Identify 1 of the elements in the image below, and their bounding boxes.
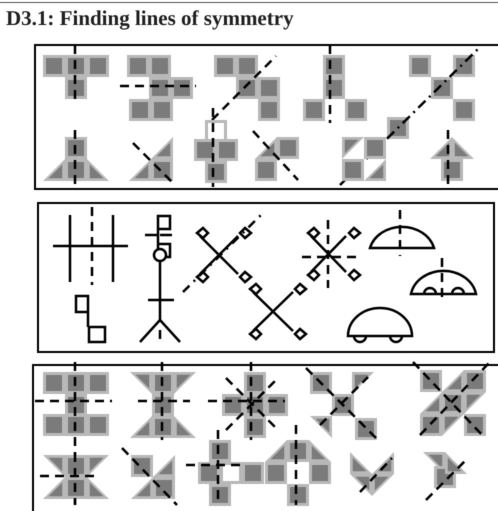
title: D3.1: Finding lines of symmetry [6, 6, 294, 31]
